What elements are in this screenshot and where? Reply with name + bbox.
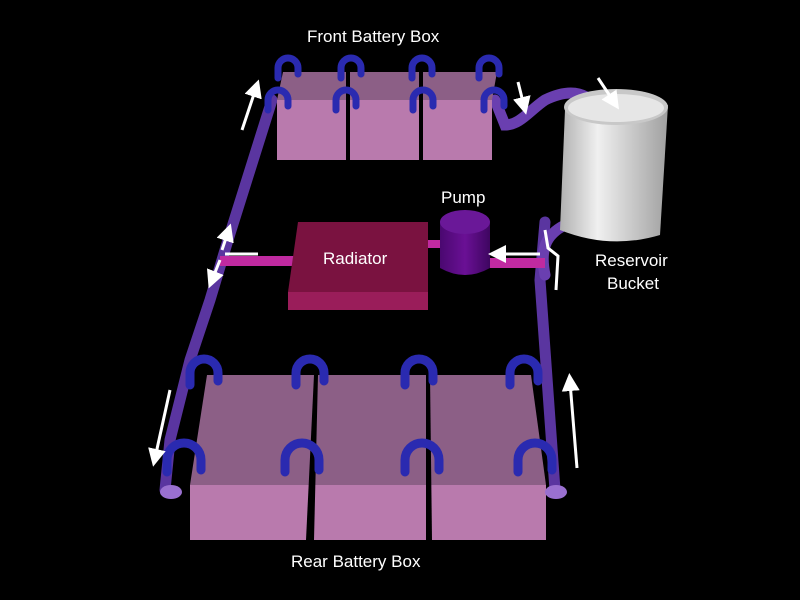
left-hose-end — [160, 485, 182, 499]
rear-battery-box-label: Rear Battery Box — [291, 552, 421, 571]
reservoir-label-line1: Reservoir — [595, 251, 668, 270]
reservoir-bucket — [560, 89, 668, 242]
radiator-pipes — [220, 240, 545, 268]
pump-label: Pump — [441, 188, 485, 207]
front-battery-box — [277, 72, 497, 162]
arrow-rear-left — [148, 389, 172, 467]
rear-terminals — [162, 354, 557, 477]
radiator-label: Radiator — [323, 249, 388, 268]
radiator — [288, 222, 428, 310]
front-battery-box-label: Front Battery Box — [307, 27, 440, 46]
arrow-front-left — [240, 79, 262, 131]
flow-arrows — [148, 77, 619, 469]
arrow-rear-right — [561, 373, 580, 469]
right-hose-end — [545, 485, 567, 499]
rear-battery-box — [190, 375, 546, 540]
arrow-front-right — [513, 81, 531, 115]
reservoir-label-line2: Bucket — [607, 274, 659, 293]
arrow-split-down — [206, 259, 224, 289]
front-terminals — [264, 54, 508, 114]
arrow-into-bucket — [596, 77, 619, 110]
arrow-split-up — [216, 223, 234, 251]
left-hose — [159, 94, 278, 496]
pump — [440, 210, 490, 275]
